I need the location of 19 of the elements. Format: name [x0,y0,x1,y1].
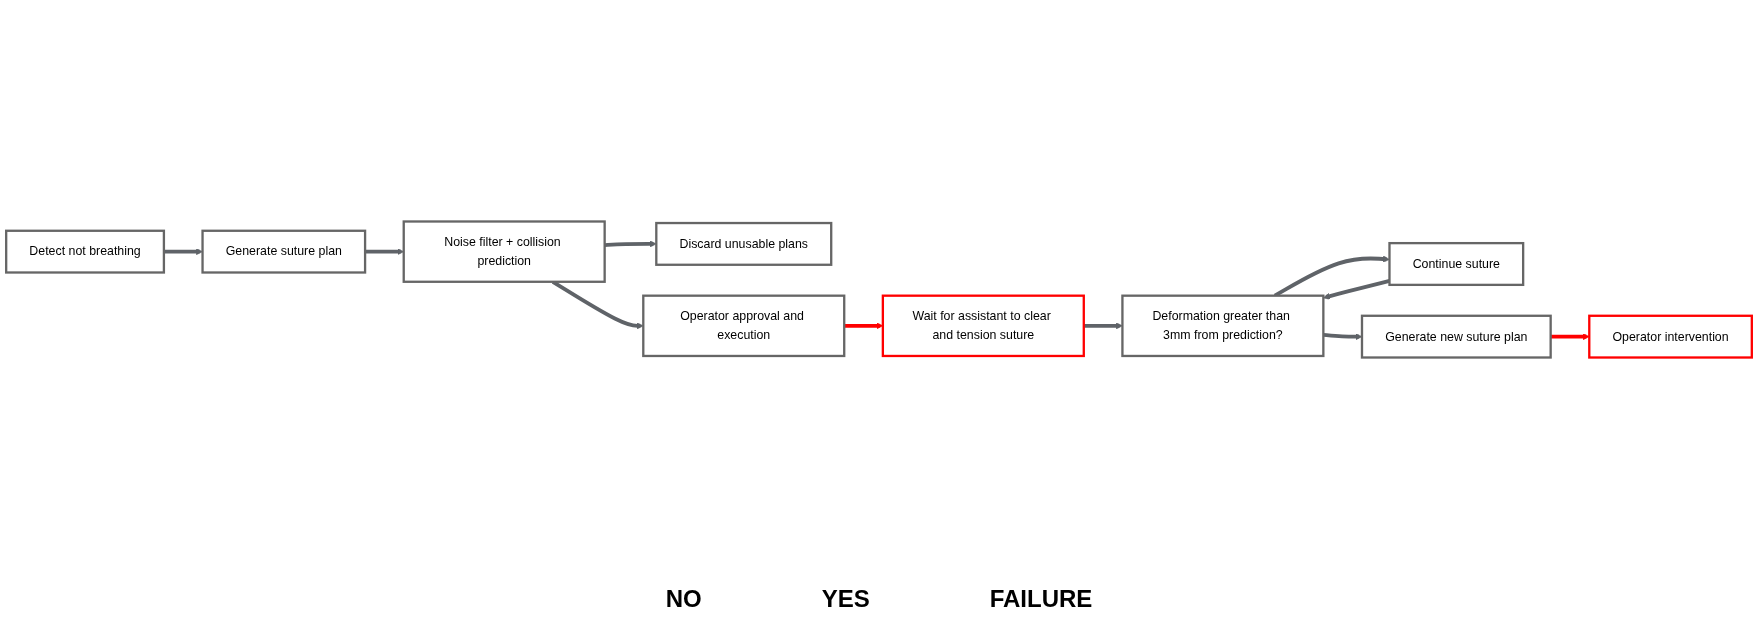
node-box: Detect not breathing [5,229,166,274]
node-box: Deformation greater than 3mm from prediction? [1121,294,1325,358]
branch-label: NO [665,585,702,613]
node-box: Noise filter + collision prediction [402,220,606,283]
node-box: Generate new suture plan [1360,314,1552,359]
arrow [1083,322,1123,330]
node-box: Generate suture plan [201,229,367,274]
arrow [604,240,657,248]
arrow [1273,255,1390,298]
node-box: Wait for assistant to clear and tension suture [881,294,1085,358]
arrow [1323,278,1390,300]
arrow [1550,333,1590,341]
node-box: Continue suture [1388,241,1525,287]
arrow [163,248,203,256]
node-box: Operator approval and execution [642,294,846,358]
branch-label: FAILURE [989,585,1093,613]
node-box: Operator intervention [1588,314,1753,359]
branch-label: YES [821,585,870,613]
node-box: Discard unusable plans [655,221,833,266]
